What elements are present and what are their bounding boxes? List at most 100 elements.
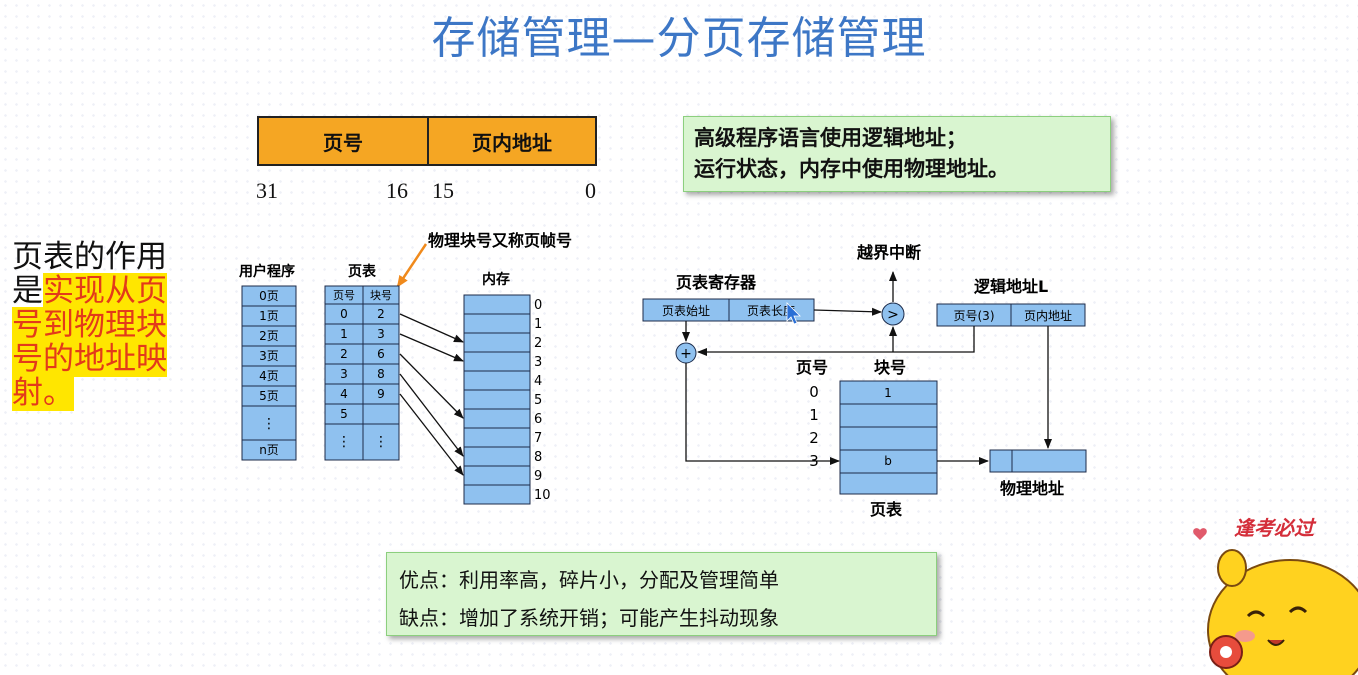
purpose-prefix: 页表的作用是 (12, 239, 167, 309)
pt-block-value: 3 (377, 327, 385, 341)
block-no-header: 块号 (874, 358, 906, 377)
adder-to-table-arrow (685, 363, 840, 465)
adder-symbol: + (680, 346, 692, 362)
pt-page-value: 3 (340, 367, 348, 381)
row-index: 0 (809, 383, 819, 401)
page-table-label: 页表 (348, 263, 377, 280)
memory-block (463, 427, 531, 448)
pt-header-page: 页号 (333, 289, 355, 302)
user-page-label: n页 (259, 443, 279, 457)
ptr-length-label: 页表长度 (747, 303, 795, 318)
bit-16: 16 (386, 178, 408, 203)
table-value: b (884, 454, 892, 468)
memory-block (463, 408, 531, 429)
note-line-2: 运行状态，内存中使用物理地址。 (694, 157, 1009, 181)
logical-physical-note: 高级程序语言使用逻辑地址； 运行状态，内存中使用物理地址。 (683, 116, 1111, 192)
pt-page-value: 4 (340, 387, 348, 401)
memory-block (463, 389, 531, 410)
memory-block (463, 313, 531, 334)
compare-icon (881, 302, 905, 326)
pt-block-value: 8 (377, 367, 385, 381)
user-page-label: 2页 (259, 329, 279, 343)
mascot-image (1193, 528, 1358, 675)
mapping-arrow (399, 313, 464, 343)
memory-index: 0 (534, 298, 542, 313)
page-number-to-adder-arrow (697, 326, 975, 356)
page-table: 页号 块号 0 2 1 3 2 6 3 8 4 9 5 ⋮ ⋮ (324, 285, 400, 461)
page-table-purpose-text: 页表的作用是实现从页号到物理块号的地址映射。 (12, 239, 187, 411)
memory-block (463, 370, 531, 391)
user-page-label: 3页 (259, 349, 279, 363)
table-row (839, 472, 938, 495)
pt-page-value: 2 (340, 347, 348, 361)
user-program-column: 0页 1页 2页 3页 4页 5页 ⋮ n页 (241, 285, 297, 461)
physical-address-label: 物理地址 (1000, 479, 1064, 498)
length-compare-arrow (813, 307, 882, 316)
mouse-cursor-icon (786, 302, 801, 325)
pt-block-value: 9 (377, 387, 385, 401)
pt-block-value: 2 (377, 307, 385, 321)
user-page-cell (241, 439, 297, 461)
pros-cons-note: 优点：利用率高，碎片小，分配及管理简单 缺点：增加了系统开销；可能产生抖动现象 (386, 552, 937, 636)
pt-page-value: 0 (340, 307, 348, 321)
pt-page-value: ⋮ (337, 434, 351, 450)
bit-31: 31 (256, 178, 278, 203)
user-page-label: 0页 (259, 289, 279, 303)
memory-block (463, 446, 531, 467)
table-row (839, 426, 938, 451)
ptr-start-label: 页表始址 (662, 304, 710, 318)
user-program-label: 用户程序 (239, 263, 295, 280)
memory-block (463, 484, 531, 505)
logical-page-text: 页号(3) (954, 309, 995, 323)
memory-index: 8 (534, 450, 542, 465)
pt-cell (362, 403, 400, 425)
user-page-cell (241, 405, 297, 441)
interrupt-label: 越界中断 (856, 243, 921, 262)
memory-index: 10 (534, 488, 551, 503)
mapping-arrow (399, 353, 464, 419)
user-page-label: 1页 (259, 309, 279, 323)
bit-0: 0 (585, 178, 596, 203)
memory-index: 2 (534, 336, 542, 351)
frame-number-annotation: 物理块号又称页帧号 (428, 231, 572, 250)
physical-offset-cell (1011, 449, 1087, 473)
logical-address-label: 逻辑地址L (974, 277, 1048, 296)
user-page-label: 5页 (259, 389, 279, 403)
memory-index: 5 (534, 393, 542, 408)
field-page-offset: 页内地址 (472, 130, 552, 155)
memory-block (463, 465, 531, 486)
memory-block (463, 351, 531, 372)
brand-logo: 逢考必过 (1234, 516, 1314, 540)
memory-index: 7 (534, 431, 542, 446)
pt-header-block: 块号 (370, 289, 392, 302)
user-page-label: 4页 (259, 369, 279, 383)
memory-index: 6 (534, 412, 542, 427)
annotation-arrow (396, 243, 428, 288)
pt-page-value: 5 (340, 407, 348, 421)
row-index: 3 (809, 452, 819, 470)
note-line-1: 高级程序语言使用逻辑地址； (694, 126, 967, 150)
memory-index: 1 (534, 317, 542, 332)
compare-symbol: > (887, 307, 899, 323)
pt-block-value: 6 (377, 347, 385, 361)
cons-text: 缺点：增加了系统开销；可能产生抖动现象 (399, 606, 779, 630)
table-value: 1 (884, 386, 892, 400)
logical-offset-text: 页内地址 (1024, 309, 1072, 323)
field-page-number: 页号 (259, 118, 429, 164)
row-index: 1 (809, 406, 819, 424)
mapping-arrow (399, 373, 464, 457)
memory-block (463, 332, 531, 353)
memory-index: 9 (534, 469, 542, 484)
memory-index: 3 (534, 355, 542, 370)
memory-index: 4 (534, 374, 542, 389)
mapping-arrow (399, 393, 464, 476)
pt-block-value: ⋮ (374, 434, 388, 450)
page-table-register-label: 页表寄存器 (676, 273, 757, 292)
user-page-label: ⋮ (262, 416, 276, 432)
pt-cell (362, 423, 400, 461)
page-no-header: 页号 (796, 358, 828, 377)
page-table-caption: 页表 (870, 500, 903, 519)
mapping-arrow (399, 333, 464, 362)
row-index: 2 (809, 429, 819, 447)
